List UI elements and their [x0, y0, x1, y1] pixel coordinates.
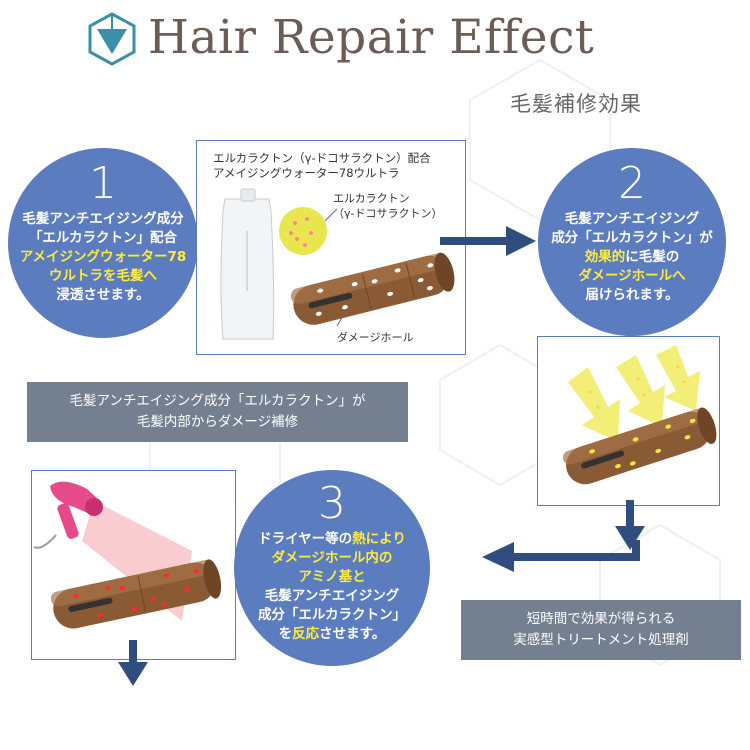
step-1-line-highlight: ウルトラを毛髪へ	[49, 268, 157, 284]
step-1-circle: 1 毛髪アンチエイジング成分 「エルカラクトン」配合 アメイジングウォーター78…	[8, 148, 198, 338]
step-1-line-highlight: アメイジングウォーター78	[19, 249, 187, 265]
step-3-line: を反応させます。	[278, 626, 386, 642]
page-subtitle: 毛髪補修効果	[510, 92, 642, 116]
arrow-right-icon	[440, 226, 536, 256]
step-2-line: 効果的に毛髪の	[584, 249, 680, 265]
step-3-line-highlight: アミノ基と	[298, 569, 366, 585]
hexagon-triangle-logo-icon	[88, 12, 136, 66]
arrow-down-icon	[615, 500, 645, 550]
step-3-line: 成分「エルカラクトン」	[257, 607, 407, 623]
step-3-circle: 3 ドライヤー等の熱により ダメージホール内の アミノ基と 毛髪アンチエイジング…	[234, 470, 430, 666]
note-box-treatment: 短時間で効果が得られる 実感型トリートメント処理剤	[461, 600, 741, 660]
step-2-number: 2	[618, 158, 646, 209]
hair-dryer-illustration	[33, 481, 222, 629]
step-1-line: 毛髪アンチエイジング成分	[22, 211, 184, 227]
hair-absorption-panel	[537, 336, 720, 506]
product-caption: エルカラクトン（γ-ドコサラクトン）配合 アメイジングウォーター78ウルトラ	[213, 151, 431, 180]
product-and-hair-illustration	[220, 188, 455, 340]
molecule-label: エルカラクトン （γ-ドコサラクトン）	[333, 192, 443, 220]
page-title: Hair Repair Effect	[148, 10, 595, 65]
hair-dryer-icon	[33, 481, 103, 549]
step-3-line: 毛髪アンチエイジング	[264, 588, 400, 604]
step-3-line: ドライヤー等の熱により	[258, 531, 406, 547]
arrow-down-icon	[118, 640, 148, 686]
step-1-line: 「エルカラクトン」配合	[28, 230, 178, 246]
product-illustration-panel: エルカラクトン（γ-ドコサラクトン）配合 アメイジングウォーター78ウルトラ	[196, 140, 466, 355]
step-1-line: 浸透させます。	[56, 287, 150, 303]
arrow-left-icon	[482, 540, 640, 572]
hair-with-yellow-arrows-illustration	[562, 345, 717, 485]
step-3-number: 3	[318, 478, 346, 529]
step-2-circle: 2 毛髪アンチエイジング 成分「エルカラクトン」が 効果的に毛髪の ダメージホー…	[538, 148, 726, 336]
step-2-line: 成分「エルカラクトン」が	[551, 230, 713, 246]
step-2-line: 毛髪アンチエイジング	[564, 211, 700, 227]
step-2-line-highlight: ダメージホールへ	[578, 268, 686, 284]
step-2-line: 届けられます。	[585, 287, 679, 303]
note-box-repair: 毛髪アンチエイジング成分「エルカラクトン」が 毛髪内部からダメージ補修	[27, 382, 408, 442]
dryer-heat-panel	[31, 470, 236, 660]
step-1-number: 1	[89, 158, 117, 209]
step-3-line-highlight: ダメージホール内の	[271, 550, 393, 566]
damage-hole-label: ダメージホール	[337, 331, 414, 344]
